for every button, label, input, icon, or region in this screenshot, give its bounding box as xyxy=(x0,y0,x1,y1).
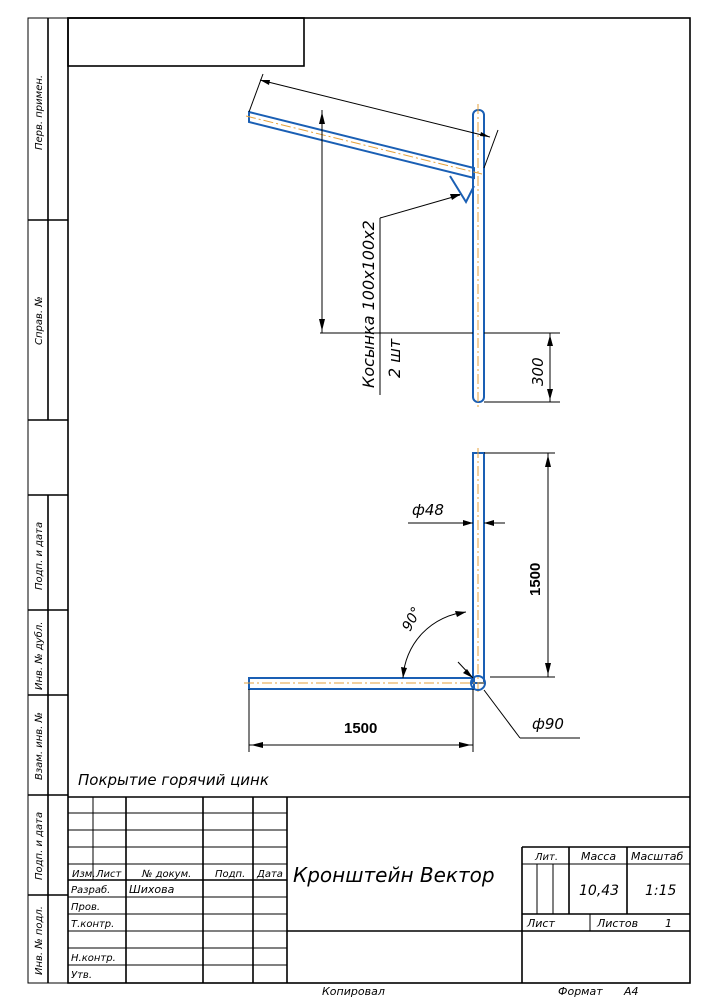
gusset xyxy=(449,175,475,205)
stamp-inv-dubl: Инв. № дубл. xyxy=(33,622,45,690)
label-gusset: Косынка 100х100х2 xyxy=(359,220,378,388)
row-tkontr: Т.контр. xyxy=(71,919,114,930)
stamp-podp-data-2: Подп. и дата xyxy=(34,812,45,880)
row-utv: Утв. xyxy=(71,970,92,981)
dim-1500-vertical: 1500 xyxy=(527,563,544,596)
title-block: Изм. Лист № докум. Подп. Дата Разраб. Ши… xyxy=(68,796,690,983)
drawing-title: Кронштейн Вектор xyxy=(293,863,495,887)
angle-arc xyxy=(402,611,467,679)
side-stamp-column: Перв. примен. Справ. № Подп. и дата Инв.… xyxy=(28,18,68,983)
sheets-label: Листов xyxy=(596,917,638,930)
dim-angle-90: 90° xyxy=(399,604,425,633)
base-plate xyxy=(470,675,486,691)
th-izm: Изм. xyxy=(72,869,96,880)
corner-stamp-box xyxy=(67,17,305,67)
footer-format-label: Формат xyxy=(558,985,603,998)
row-razrab: Разраб. xyxy=(71,884,110,896)
th-doc-no: № докум. xyxy=(141,869,191,880)
dim-1500-horizontal: 1500 xyxy=(344,720,377,737)
col-scale: Масштаб xyxy=(631,850,683,863)
top-arm xyxy=(248,110,475,180)
bottom-view: 1500 1500 ф48 90° ф90 xyxy=(244,448,580,752)
scale-value: 1:15 xyxy=(645,883,677,899)
row-nkontr: Н.контр. xyxy=(71,953,116,964)
dim-d48: ф48 xyxy=(412,501,444,519)
top-view: 300 Косынка 100х100х2 2 шт xyxy=(245,73,560,408)
stamp-inv-podl: Инв. № подл. xyxy=(34,906,45,975)
stamp-vzam-inv: Взам. инв. № xyxy=(34,712,45,780)
th-podp: Подп. xyxy=(215,869,245,880)
sheets-value: 1 xyxy=(665,917,672,930)
dim-300: 300 xyxy=(529,357,547,386)
inner-frame xyxy=(67,17,691,984)
sheet-label: Лист xyxy=(526,917,555,930)
outer-frame xyxy=(27,17,691,984)
col-mass: Масса xyxy=(581,850,616,863)
coating-note: Покрытие горячий цинк xyxy=(78,771,269,789)
col-lit: Лит. xyxy=(534,852,558,863)
footer-format-value: А4 xyxy=(623,985,639,998)
dim-d90: ф90 xyxy=(532,715,564,733)
developer-name: Шихова xyxy=(129,883,175,896)
stamp-sprav-no: Справ. № xyxy=(34,296,45,345)
th-list: Лист xyxy=(95,869,123,880)
stamp-perv-primen: Перв. примен. xyxy=(34,75,45,150)
th-data: Дата xyxy=(256,869,283,880)
label-gusset-qty: 2 шт xyxy=(385,338,404,378)
mass-value: 10,43 xyxy=(579,883,619,899)
row-prov: Пров. xyxy=(71,902,100,913)
stamp-podp-data-1: Подп. и дата xyxy=(34,522,45,590)
footer-copied: Копировал xyxy=(322,985,385,998)
